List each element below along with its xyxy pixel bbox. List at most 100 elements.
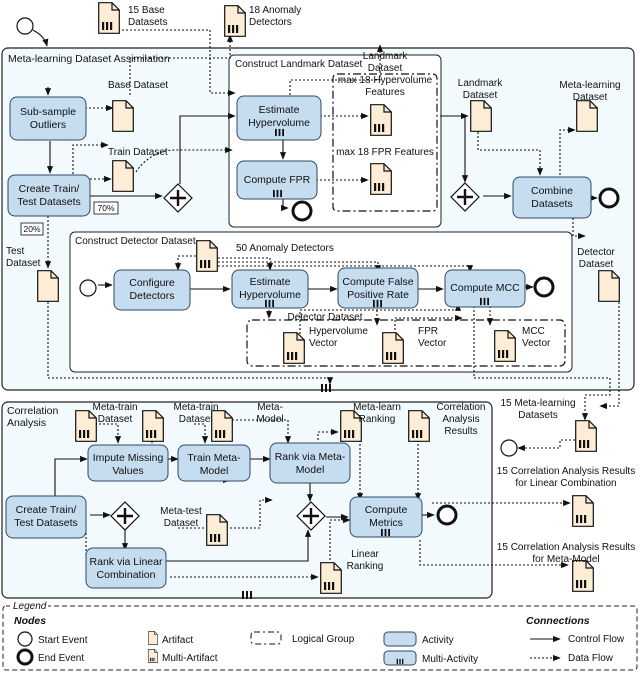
svg-text:18 Anomaly: 18 Anomaly [249, 5, 301, 16]
start-event-top [16, 17, 34, 35]
artifact-meta-test: Meta-test Dataset [160, 506, 228, 546]
svg-text:Train Dataset: Train Dataset [108, 147, 168, 158]
svg-text:Dataset: Dataset [164, 518, 199, 529]
legend-control-flow-label: Control Flow [568, 634, 625, 645]
svg-text:Sub-sample: Sub-sample [20, 106, 76, 118]
legend-group-label: Logical Group [292, 634, 355, 645]
activity-create-split-bottom: Create Train/ Test Datasets [5, 495, 87, 539]
detector-subprocess [69, 231, 573, 373]
svg-text:Vector: Vector [309, 338, 338, 349]
artifact-base15: 15 Base Datasets [98, 2, 167, 34]
svg-text:Meta-test: Meta-test [160, 506, 202, 517]
svg-text:Values: Values [112, 465, 143, 477]
svg-text:Hypervolume: Hypervolume [248, 117, 310, 129]
legend-activity-icon [383, 631, 417, 647]
svg-text:Analysis: Analysis [442, 414, 479, 425]
svg-text:Rank via Linear: Rank via Linear [90, 556, 163, 568]
activity-compute-false-pos: Compute False Positive Rate [337, 267, 419, 309]
svg-text:Dataset: Dataset [368, 63, 403, 74]
svg-text:Create Train/: Create Train/ [19, 183, 80, 195]
detector-subprocess-title: Construct Detector Dataset [75, 236, 196, 247]
legend-end-icon [16, 648, 34, 666]
svg-text:for Linear Combination: for Linear Combination [515, 478, 616, 489]
svg-text:Hypervolume: Hypervolume [309, 326, 368, 337]
svg-text:Test: Test [6, 246, 25, 257]
activity-compute-metrics: Compute Metrics [349, 496, 423, 538]
legend-start-icon [17, 631, 33, 647]
svg-text:Dataset: Dataset [98, 414, 133, 425]
activity-subsample: Sub-sample Outliers [9, 96, 87, 141]
svg-text:Features: Features [365, 87, 404, 98]
legend: Legend Nodes Connections Start Event End… [2, 600, 638, 671]
artifact-results-linear: 15 Correlation Analysis Results for Line… [497, 466, 635, 527]
activity-combine: Combine Datasets [512, 176, 592, 219]
detector-logical-group [246, 319, 566, 367]
svg-text:Meta-learning: Meta-learning [559, 80, 620, 91]
activity-compute-mcc: Compute MCC [444, 269, 526, 308]
gateway-split-bottom [110, 501, 140, 531]
legend-title: Legend [13, 601, 47, 612]
svg-text:Compute FPR: Compute FPR [244, 174, 311, 186]
svg-text:Base Dataset: Base Dataset [108, 80, 168, 91]
artifact-max18-hv: max 18 Hypervolume Features [338, 75, 433, 136]
assimilation-multi-marker [321, 384, 331, 392]
svg-text:Model: Model [296, 464, 325, 476]
data-flows [44, 29, 620, 581]
activity-impute: Impute Missing Values [87, 444, 169, 482]
svg-text:FPR: FPR [418, 326, 438, 337]
svg-text:Linear: Linear [351, 549, 379, 560]
svg-text:Dataset: Dataset [579, 259, 614, 270]
svg-text:Meta-learn: Meta-learn [353, 402, 401, 413]
svg-text:Compute MCC: Compute MCC [450, 282, 520, 294]
activity-estimate-hv-det: Estimate Hypervolume [231, 269, 309, 309]
legend-artifact-label: Artifact [162, 635, 193, 646]
artifact-anomaly50: 50 Anomaly Detectors [196, 240, 334, 272]
svg-text:Model: Model [256, 414, 283, 425]
correlation-pool-title-1: Correlation [7, 405, 59, 417]
legend-multi-artifact-label: Multi-Artifact [162, 653, 218, 664]
legend-multi-artifact-icon [148, 649, 158, 663]
svg-text:Rank via Meta-: Rank via Meta- [275, 451, 346, 463]
svg-text:Dataset: Dataset [6, 258, 41, 269]
activity-train-meta: Train Meta- Model [177, 444, 251, 482]
svg-text:Estimate: Estimate [259, 104, 300, 116]
artifact-meta-train2: Meta-train Dataset [142, 402, 219, 442]
svg-text:Test Datasets: Test Datasets [14, 517, 78, 529]
artifact-train-dataset: Train Dataset [108, 147, 168, 192]
artifact-base-dataset: Base Dataset [108, 80, 168, 132]
legend-multi-activity-icon [383, 650, 417, 666]
svg-text:Results: Results [444, 426, 477, 437]
svg-text:Meta-train: Meta-train [92, 402, 137, 413]
svg-text:Compute: Compute [365, 504, 408, 516]
artifact-fpr-vector: FPR Vector [382, 326, 447, 364]
train-percentage-box: 70% [93, 201, 119, 215]
svg-text:Landmark: Landmark [363, 51, 408, 62]
artifact-corr-results: Correlation Analysis Results [408, 402, 486, 442]
svg-text:Detector Dataset: Detector Dataset [287, 312, 362, 323]
legend-artifact-icon [148, 631, 158, 645]
svg-text:Ranking: Ranking [347, 561, 384, 572]
svg-text:Outliers: Outliers [30, 119, 66, 131]
svg-text:Dataset: Dataset [179, 414, 214, 425]
svg-text:Test Datasets: Test Datasets [17, 196, 81, 208]
svg-text:Correlation: Correlation [437, 402, 486, 413]
legend-data-flow-label: Data Flow [568, 653, 614, 664]
end-event-correlation [436, 504, 458, 526]
test-percentage-box: 20% [20, 222, 44, 236]
activity-estimate-hv-top: Estimate Hypervolume [236, 95, 322, 141]
artifact-test-dataset: Test Dataset [6, 246, 59, 302]
artifact-mcc-vector: MCC Vector [494, 326, 551, 362]
svg-text:Datasets: Datasets [531, 198, 572, 210]
landmark-subprocess-title: Construct Landmark Dataset [235, 59, 363, 70]
gateway-join-top [450, 182, 480, 212]
activity-rank-meta: Rank via Meta- Model [269, 442, 351, 484]
artifact-landmark-right: Landmark Dataset [458, 78, 503, 132]
legend-multi-activity-label: Multi-Activity [422, 654, 478, 665]
svg-text:Model: Model [200, 465, 229, 477]
svg-text:Vector: Vector [418, 338, 447, 349]
end-event-landmark [291, 200, 313, 222]
artifact-meta-learn-ranking: Meta-learn Ranking [340, 402, 401, 442]
artifact-results-meta: 15 Correlation Analysis Results for Meta… [497, 542, 635, 592]
svg-text:Dataset: Dataset [463, 90, 498, 101]
svg-text:max 18 Hypervolume: max 18 Hypervolume [338, 75, 433, 86]
